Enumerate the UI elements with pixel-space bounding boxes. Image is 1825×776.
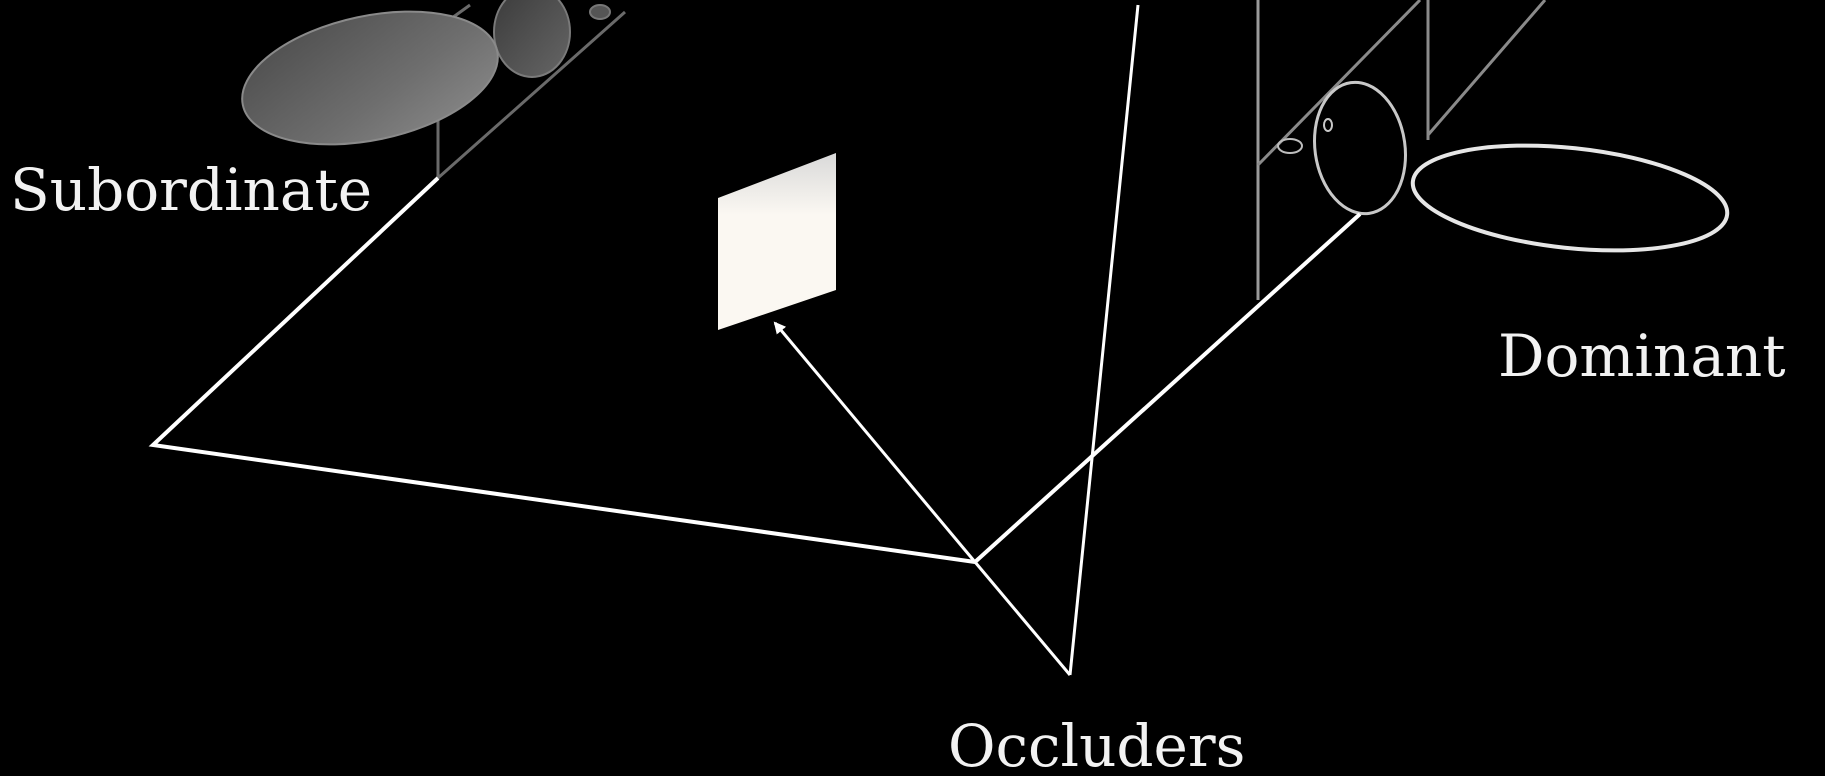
subordinate-small-eye xyxy=(590,5,610,19)
dominant-sight-line xyxy=(975,214,1360,562)
subordinate-eye xyxy=(230,0,510,166)
dominant-eye xyxy=(1408,132,1733,264)
dominant-diagonal-top-right xyxy=(1428,0,1545,135)
occluder-arrow xyxy=(775,323,975,562)
occluder-pole-line xyxy=(1070,5,1138,675)
subordinate-figure xyxy=(230,0,625,178)
occluders-label: Occluders xyxy=(948,712,1245,776)
dominant-label: Dominant xyxy=(1498,322,1786,390)
subordinate-label: Subordinate xyxy=(10,156,372,224)
subordinate-head xyxy=(494,0,570,77)
dominant-figure xyxy=(1258,0,1732,300)
occluder-pointer-line xyxy=(975,562,1070,675)
occluder-panel xyxy=(718,153,836,330)
dominant-small-eye xyxy=(1278,139,1302,153)
dominant-pupil xyxy=(1324,119,1332,131)
subordinate-sight-line xyxy=(153,178,975,562)
